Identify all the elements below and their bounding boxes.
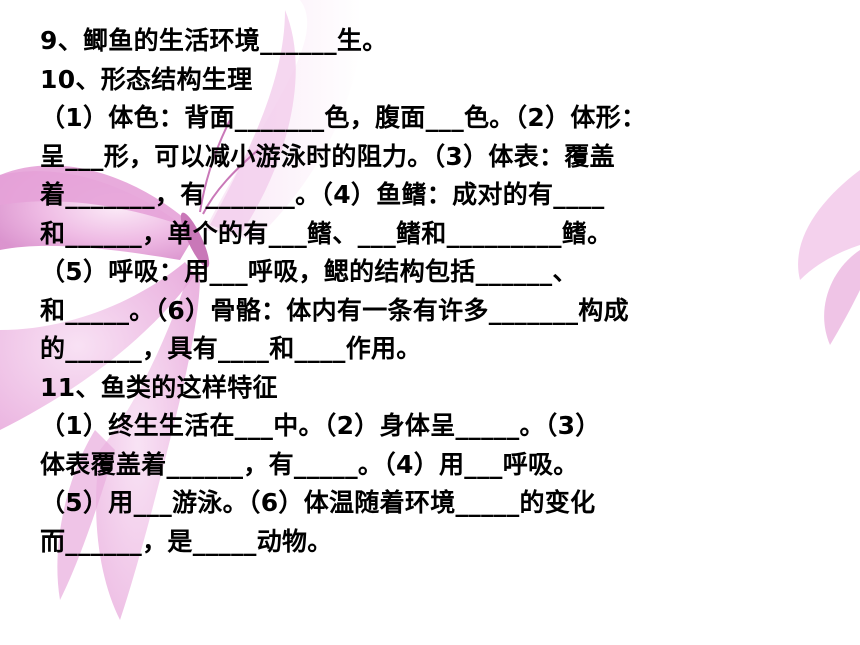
text-line-5: 着_______，有_______。（4）鱼鳍：成对的有____ — [40, 180, 605, 209]
wing-lower-left — [0, 262, 195, 430]
wing-upper-right-inner — [210, 10, 296, 235]
small-butterfly-wing-bottom — [824, 250, 860, 345]
text-line-8: 和_____。（6）骨骼：体内有一条有许多_______构成 — [40, 295, 629, 325]
text-line-7: （5）呼吸：用___呼吸，鳃的结构包括______、 — [40, 257, 578, 286]
wing-upper-left-edge — [0, 165, 200, 232]
butterfly-body — [180, 212, 210, 268]
text-line-10: 11、鱼类的这样特征 — [40, 372, 278, 402]
text-line-4: 呈___形，可以减小游泳时的阻力。（3）体表：覆盖 — [40, 141, 615, 171]
text-line-6: 和______，单个的有___鳍、___鳍和_________鳍。 — [40, 218, 613, 248]
text-line-11: （1）终生生活在___中。（2）身体呈_____。（3） — [40, 411, 601, 440]
text-line-9: 的______，具有____和____作用。 — [40, 334, 422, 363]
text-line-13: （5）用___游泳。（6）体温随着环境_____的变化 — [40, 488, 596, 517]
text-line-12: 体表覆盖着______，有_____。（4）用___呼吸。 — [40, 449, 579, 479]
text-line-1: 9、鲫鱼的生活环境______生。 — [40, 26, 388, 55]
worksheet-text: 9、鲫鱼的生活环境______生。 10、形态结构生理 （1）体色：背面____… — [40, 22, 830, 561]
antenna-right — [202, 149, 259, 215]
wing-tail — [96, 270, 200, 620]
text-line-2: 10、形态结构生理 — [40, 64, 253, 94]
text-line-3: （1）体色：背面_______色，腹面___色。（2）体形： — [40, 103, 647, 132]
small-butterfly-wing-top — [798, 170, 860, 280]
antenna-left — [199, 119, 231, 213]
text-line-14: 而______，是_____动物。 — [40, 526, 333, 556]
wing-tail-tip — [57, 430, 115, 600]
